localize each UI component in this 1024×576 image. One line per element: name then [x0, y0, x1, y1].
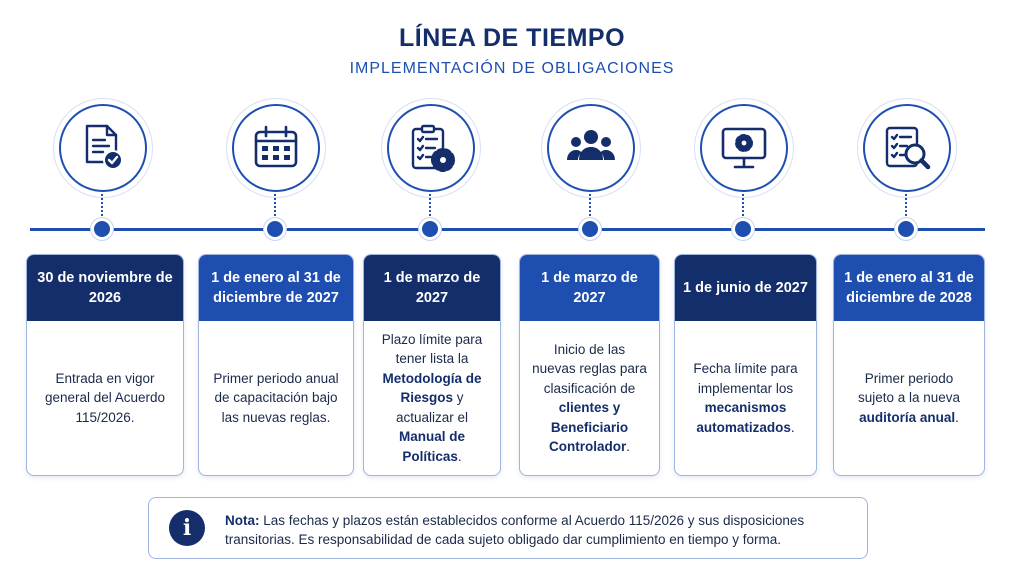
note-box: i Nota: Las fechas y plazos están establ…	[148, 497, 868, 559]
card-description-text: Plazo límite para tener lista la Metodol…	[376, 330, 488, 467]
card-date: 1 de enero al 31 de diciembre de 2027	[199, 255, 353, 321]
timeline-connector	[742, 194, 744, 220]
checklist-gear-icon	[387, 104, 475, 192]
timeline-connector	[274, 194, 276, 220]
card-text-segment: .	[790, 419, 795, 435]
checklist-magnifier-icon	[863, 104, 951, 192]
card-text-segment: .	[955, 409, 959, 425]
card-description-text: Primer periodo anual de capacitación baj…	[211, 369, 341, 428]
card-description: Plazo límite para tener lista la Metodol…	[364, 321, 500, 475]
card-text-segment: .	[626, 439, 630, 454]
card-text-segment: Primer periodo sujeto a la nueva	[857, 370, 961, 406]
card-highlight: Metodología de Riesgos	[382, 370, 482, 406]
timeline-connector	[905, 194, 907, 220]
people-group-icon	[547, 104, 635, 192]
card-highlight: mecanismos automatizados	[696, 400, 791, 435]
card-description-text: Primer periodo sujeto a la nueva auditor…	[846, 369, 972, 428]
card-highlight: clientes y Beneficiario Controlador	[548, 400, 629, 454]
card-text-segment: Inicio de las nuevas reglas para clasifi…	[532, 341, 647, 396]
timeline-node	[94, 221, 110, 237]
timeline-node	[898, 221, 914, 237]
card-text-segment: Primer periodo anual de capacitación baj…	[213, 370, 339, 425]
card-date: 30 de noviembre de 2026	[27, 255, 183, 321]
card-date: 1 de marzo de 2027	[520, 255, 659, 321]
card-description: Entrada en vigor general del Acuerdo 115…	[27, 321, 183, 475]
page-title: LÍNEA DE TIEMPO	[398, 24, 626, 52]
timeline-node	[267, 221, 283, 237]
timeline-node	[422, 221, 438, 237]
card-description: Primer periodo anual de capacitación baj…	[199, 321, 353, 475]
note-text: Las fechas y plazos están establecidos c…	[225, 513, 805, 547]
card-description: Inicio de las nuevas reglas para clasifi…	[520, 321, 659, 475]
card-description: Primer periodo sujeto a la nueva auditor…	[834, 321, 984, 475]
card-text-segment: Fecha límite para implementar los	[693, 361, 798, 396]
card-highlight: Manual de Políticas	[398, 429, 465, 464]
calendar-icon	[232, 104, 320, 192]
timeline-connector	[429, 194, 431, 220]
card-date: 1 de marzo de 2027	[364, 255, 500, 321]
card-description: Fecha límite para implementar los mecani…	[675, 321, 816, 475]
card-text-segment: Plazo límite para tener lista la	[381, 331, 483, 367]
timeline-connector	[101, 194, 103, 220]
note-text-block: Nota: Las fechas y plazos están establec…	[225, 511, 855, 549]
card-highlight: auditoría anual	[859, 409, 956, 425]
timeline-node	[735, 221, 751, 237]
document-check-icon	[59, 104, 147, 192]
page-subtitle: IMPLEMENTACIÓN DE OBLIGACIONES	[349, 60, 675, 77]
note-label: Nota:	[225, 513, 260, 528]
card-description-text: Entrada en vigor general del Acuerdo 115…	[39, 369, 171, 428]
card-date: 1 de enero al 31 de diciembre de 2028	[834, 255, 984, 321]
card-text-segment: y actualizar el	[395, 390, 469, 425]
timeline-connector	[589, 194, 591, 220]
timeline-node	[582, 221, 598, 237]
card-description-text: Inicio de las nuevas reglas para clasifi…	[532, 340, 647, 457]
card-description-text: Fecha límite para implementar los mecani…	[687, 359, 804, 437]
card-date: 1 de junio de 2027	[675, 255, 816, 321]
card-text-segment: Entrada en vigor general del Acuerdo 115…	[44, 370, 166, 425]
monitor-gear-icon	[700, 104, 788, 192]
card-text-segment: .	[457, 448, 462, 464]
info-icon: i	[169, 510, 205, 546]
timeline-line	[30, 228, 985, 231]
